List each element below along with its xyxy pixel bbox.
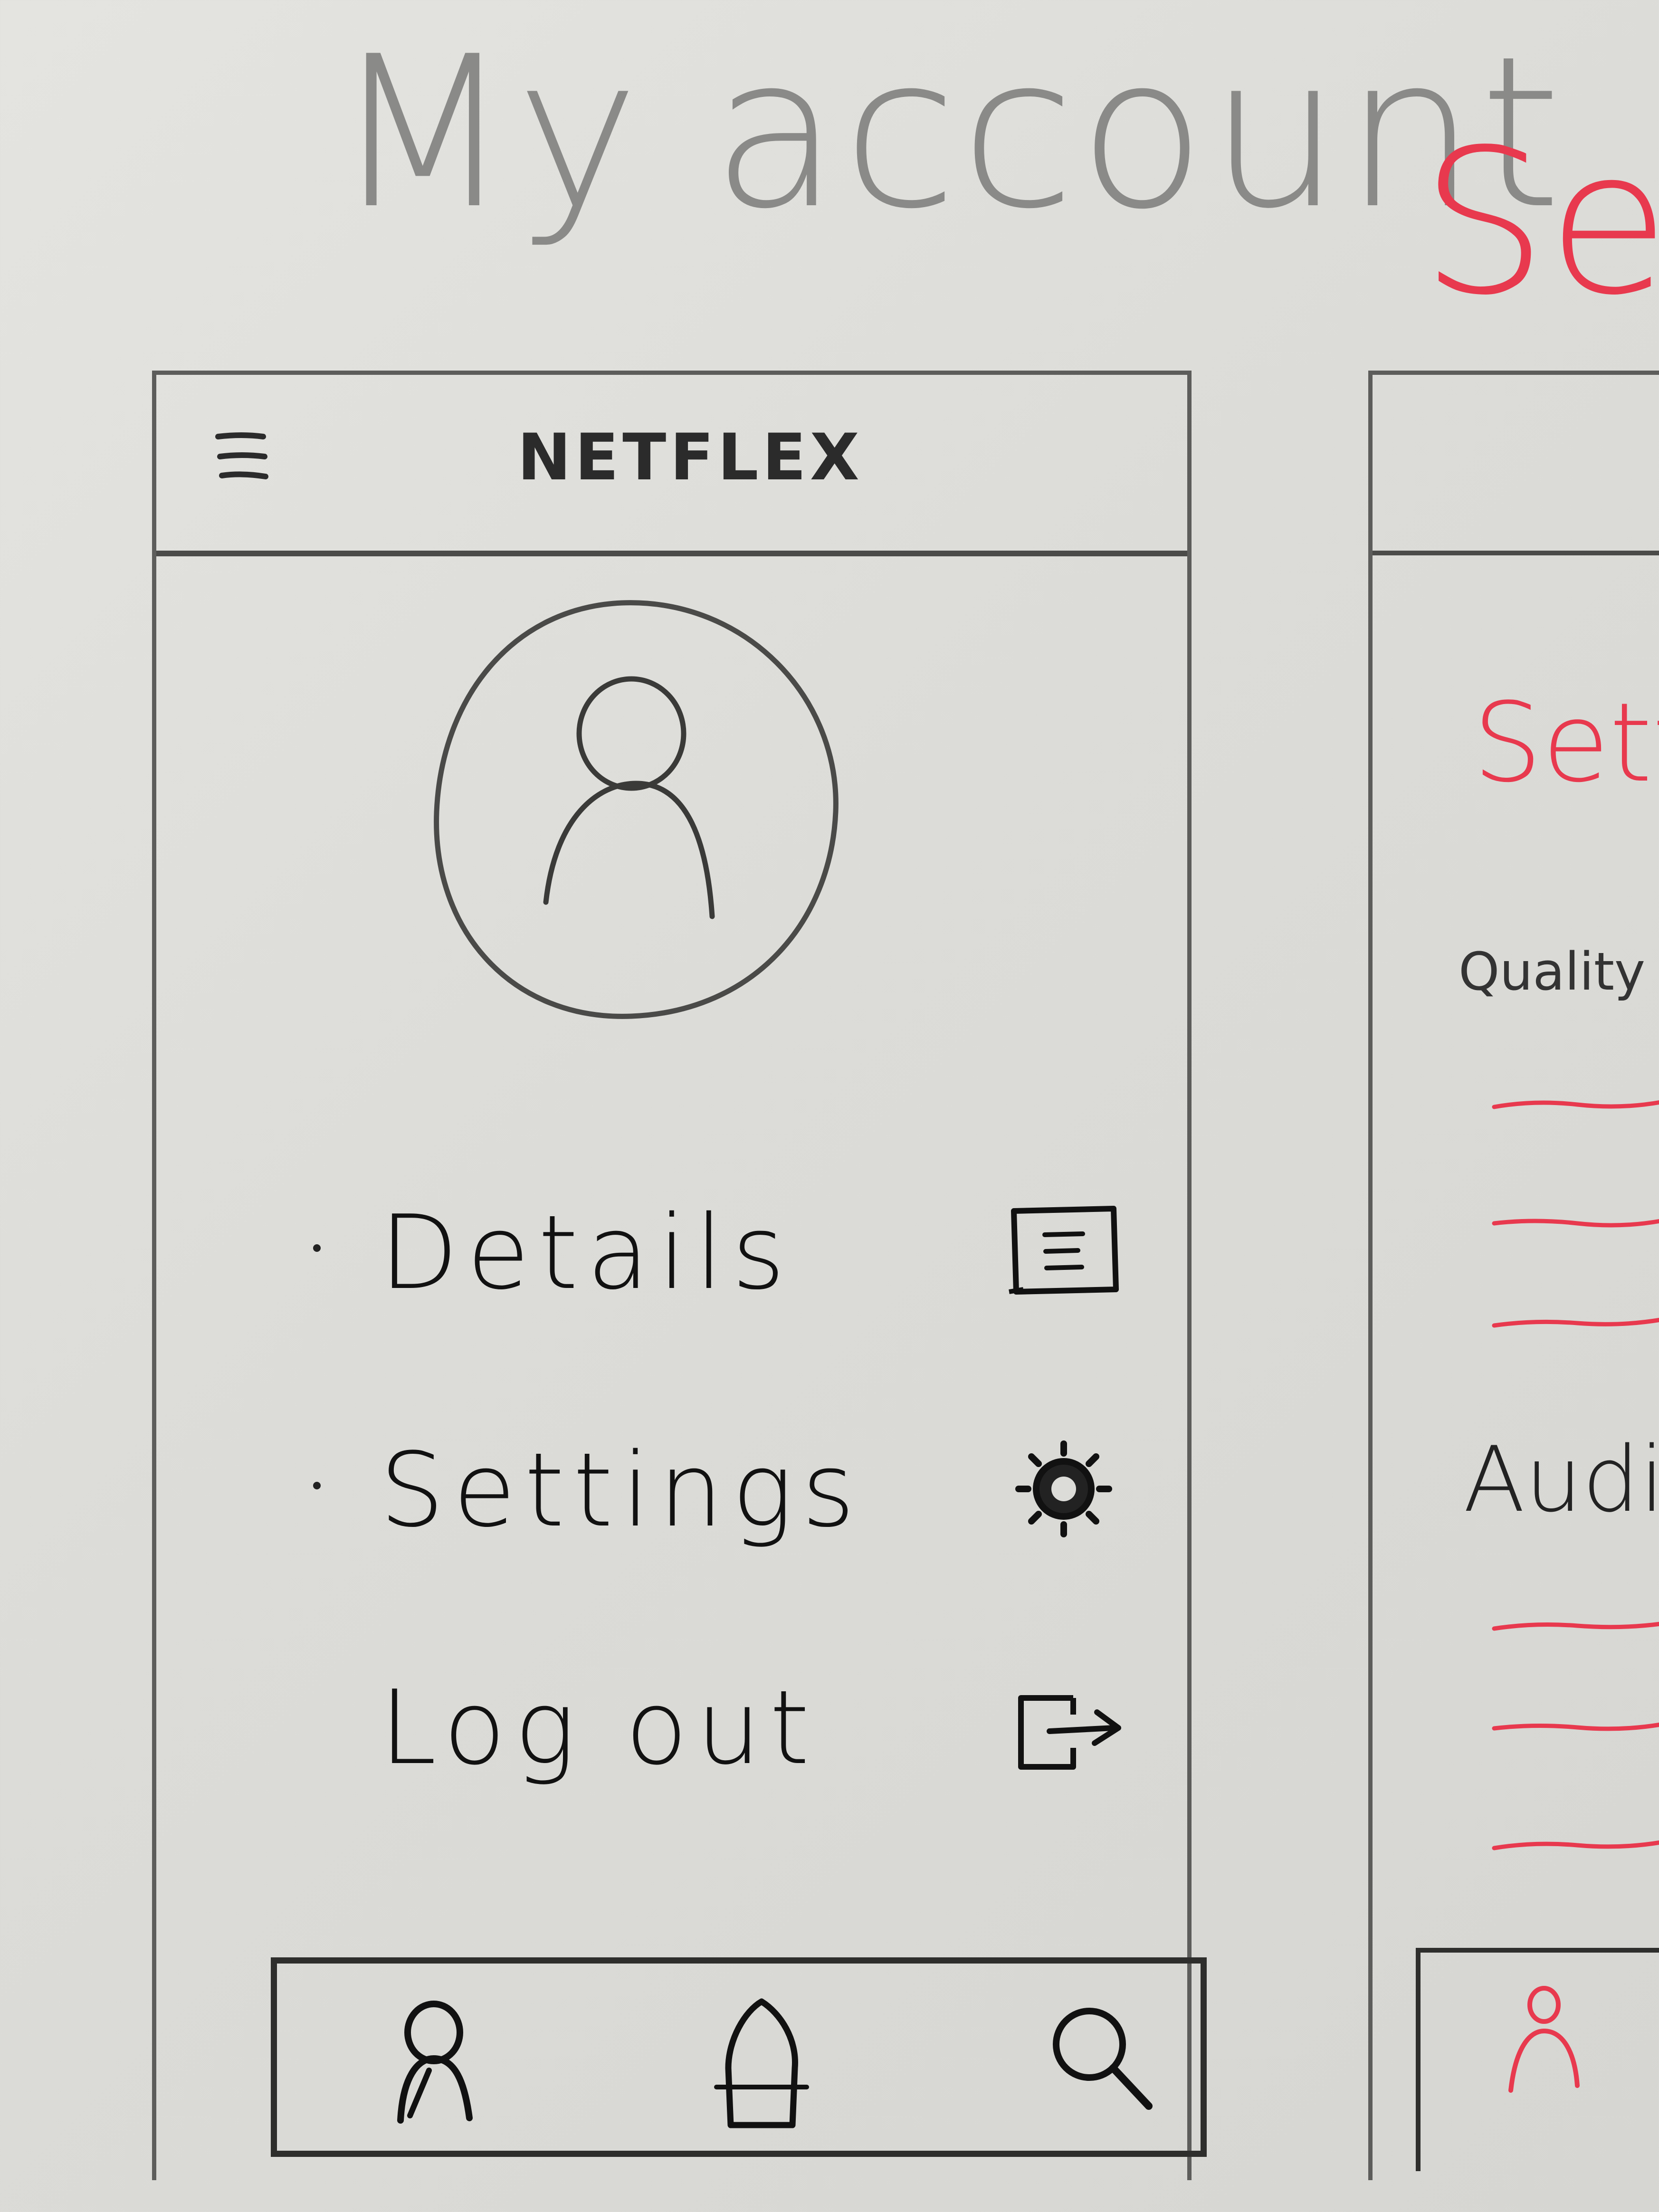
- phone-screen-my-account: NETFLEX Details Settings: [152, 371, 1192, 2180]
- menu-item-label: Log out: [380, 1668, 819, 1787]
- app-header: NETFLEX: [156, 375, 1187, 556]
- document-icon: [1009, 1206, 1119, 1295]
- menu-item-log-out[interactable]: Log out: [156, 1658, 1187, 1800]
- quality-label: Quality: [1459, 941, 1646, 1002]
- bullet-point: [313, 1244, 321, 1252]
- phone-screen-settings-partial: [1368, 371, 1659, 2180]
- gear-icon: [1015, 1440, 1112, 1537]
- audio-label: Audio: [1463, 1427, 1659, 1532]
- bottom-navigation-bar: [271, 1957, 1207, 2157]
- menu-item-label: Details: [380, 1193, 794, 1312]
- menu-item-label: Settings: [380, 1430, 864, 1550]
- option-placeholder-line: [1492, 1100, 1659, 1109]
- menu-item-settings[interactable]: Settings: [156, 1420, 1187, 1563]
- app-title: NETFLEX: [517, 420, 863, 495]
- option-placeholder-line: [1492, 1317, 1659, 1328]
- option-placeholder-line: [1492, 1840, 1659, 1850]
- home-icon[interactable]: [690, 1987, 833, 2139]
- app-header: [1373, 375, 1659, 555]
- bottom-navigation-bar: [1416, 1948, 1659, 2171]
- hamburger-menu-icon[interactable]: [213, 422, 270, 489]
- user-avatar-icon: [434, 600, 839, 1019]
- profile-icon[interactable]: [1497, 1972, 1592, 2105]
- bullet-point: [313, 1482, 321, 1489]
- logout-icon: [1018, 1695, 1121, 1770]
- board-title: My account: [333, 11, 1564, 255]
- profile-icon[interactable]: [362, 1987, 505, 2139]
- settings-heading: Setti: [1473, 680, 1659, 807]
- next-page-title: Se: [1421, 107, 1659, 339]
- search-icon[interactable]: [1028, 1987, 1170, 2139]
- menu-item-details[interactable]: Details: [156, 1182, 1187, 1325]
- option-placeholder-line: [1492, 1219, 1659, 1228]
- option-placeholder-line: [1492, 1621, 1659, 1631]
- option-placeholder-line: [1492, 1722, 1659, 1731]
